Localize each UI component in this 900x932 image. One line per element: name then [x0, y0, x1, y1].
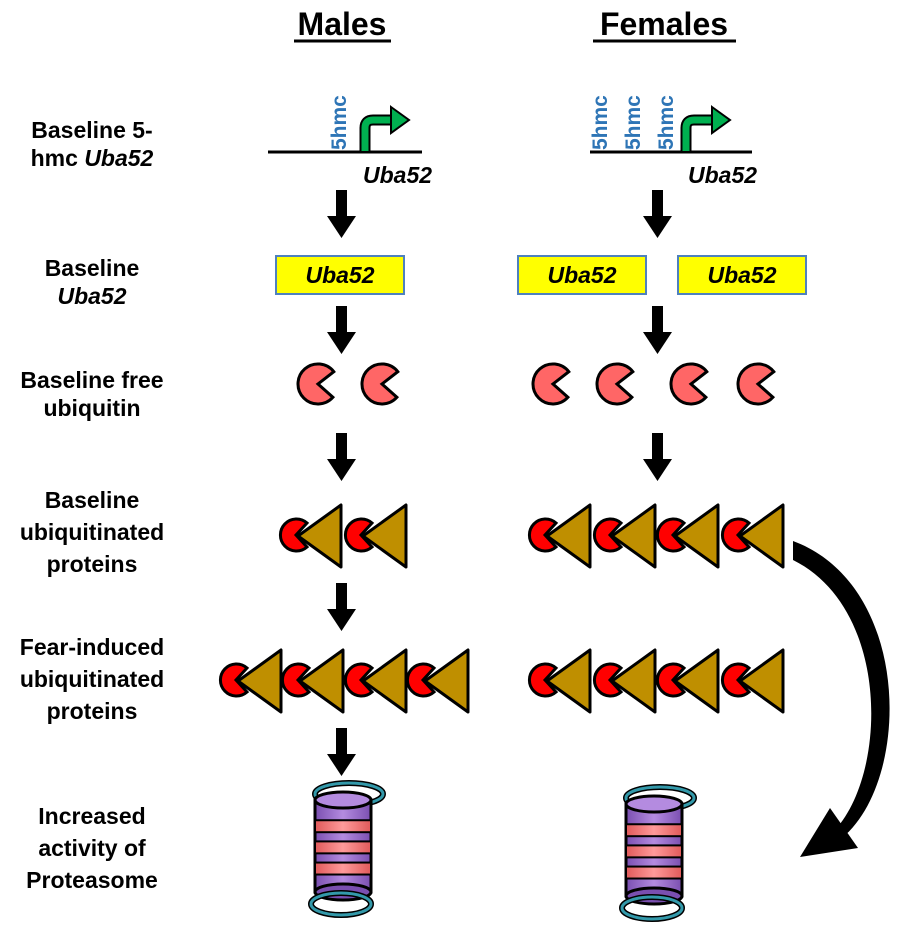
down-arrow-icon	[643, 306, 672, 354]
uba52-box-female-2: Uba52	[677, 255, 807, 295]
svg-text:Uba52: Uba52	[57, 283, 126, 309]
ubiquitin-icon	[296, 362, 336, 406]
ubiquitin-icon	[360, 362, 400, 406]
ubiquitinated-protein-icon	[655, 503, 720, 569]
ubiquitinated-protein-icon	[527, 648, 592, 714]
svg-text:Uba52: Uba52	[305, 262, 374, 288]
ubiquitin-icon	[531, 362, 571, 406]
down-arrow-icon	[643, 190, 672, 238]
free-ubiquitin-male	[296, 362, 400, 406]
row-label-baseline-5hmc: Baseline 5- hmc Uba52	[31, 117, 154, 171]
5hmc-mark: 5hmc	[328, 95, 351, 150]
svg-text:ubiquitinated: ubiquitinated	[20, 666, 164, 692]
5hmc-mark: 5hmc	[589, 95, 612, 150]
ubiquitinated-protein-icon	[527, 503, 592, 569]
svg-text:proteins: proteins	[47, 698, 138, 724]
gene-name: Uba52	[363, 162, 432, 188]
ubiquitinated-protein-icon	[343, 503, 408, 569]
uba52-box-male: Uba52	[275, 255, 405, 295]
down-arrow-icon	[327, 728, 356, 776]
ubiquitin-icon	[669, 362, 709, 406]
ubiquitinated-protein-icon	[592, 648, 657, 714]
down-arrow-icon	[327, 190, 356, 238]
svg-text:Baseline: Baseline	[45, 255, 140, 281]
ubiquitinated-protein-icon	[592, 503, 657, 569]
gene-locus-males: 5hmc Uba52	[268, 95, 432, 188]
gene-locus-females: 5hmc 5hmc 5hmc Uba52	[589, 95, 757, 188]
svg-text:ubiquitin: ubiquitin	[43, 395, 140, 421]
svg-text:proteins: proteins	[47, 551, 138, 577]
ubiquitinated-protein-icon	[720, 648, 785, 714]
ubiquitin-icon	[736, 362, 776, 406]
ubiquitinated-protein-icon	[405, 648, 470, 714]
svg-text:Uba52: Uba52	[707, 262, 776, 288]
proteasome-male-icon	[308, 780, 386, 918]
svg-text:Baseline free: Baseline free	[20, 367, 163, 393]
ubiquitinated-protein-icon	[278, 503, 343, 569]
row-label-fear-induced: Fear-induced ubiquitinated proteins	[20, 634, 164, 724]
ubiquitinated-protein-icon	[720, 503, 785, 569]
svg-text:Fear-induced: Fear-induced	[20, 634, 164, 660]
down-arrow-icon	[327, 583, 356, 631]
svg-text:Increased: Increased	[38, 803, 145, 829]
down-arrow-icon	[327, 306, 356, 354]
curved-arrow-icon	[793, 541, 890, 857]
svg-text:Proteasome: Proteasome	[26, 867, 158, 893]
ubiquitinated-proteins-female-fear	[527, 648, 785, 714]
ubiquitinated-proteins-female-baseline	[527, 503, 785, 569]
row-label-proteasome: Increased activity of Proteasome	[26, 803, 158, 893]
svg-text:hmc Uba52: hmc Uba52	[31, 145, 154, 171]
uba52-box-female-1: Uba52	[517, 255, 647, 295]
svg-text:ubiquitinated: ubiquitinated	[20, 519, 164, 545]
gene-name: Uba52	[688, 162, 757, 188]
flow-arrows	[327, 190, 672, 776]
free-ubiquitin-female	[531, 362, 776, 406]
ubiquitinated-protein-icon	[655, 648, 720, 714]
row-label-baseline-ubiquitinated: Baseline ubiquitinated proteins	[20, 487, 164, 577]
row-label-baseline-uba52: Baseline Uba52	[45, 255, 140, 309]
ubiquitinated-proteins-male-baseline	[278, 503, 408, 569]
ubiquitinated-protein-icon	[218, 648, 283, 714]
header-males: Males	[298, 6, 387, 42]
svg-text:Baseline: Baseline	[45, 487, 140, 513]
proteasome-female-icon	[619, 784, 697, 922]
5hmc-mark: 5hmc	[655, 95, 678, 150]
svg-text:activity of: activity of	[38, 835, 146, 861]
5hmc-mark: 5hmc	[622, 95, 645, 150]
ubiquitinated-protein-icon	[343, 648, 408, 714]
down-arrow-icon	[327, 433, 356, 481]
ubiquitinated-proteins-male-fear	[218, 648, 470, 714]
svg-text:Baseline 5-: Baseline 5-	[31, 117, 152, 143]
ubiquitinated-protein-icon	[280, 648, 345, 714]
svg-text:Uba52: Uba52	[547, 262, 616, 288]
ubiquitin-icon	[595, 362, 635, 406]
header-females: Females	[600, 6, 728, 42]
row-label-free-ubiquitin: Baseline free ubiquitin	[20, 367, 163, 421]
down-arrow-icon	[643, 433, 672, 481]
